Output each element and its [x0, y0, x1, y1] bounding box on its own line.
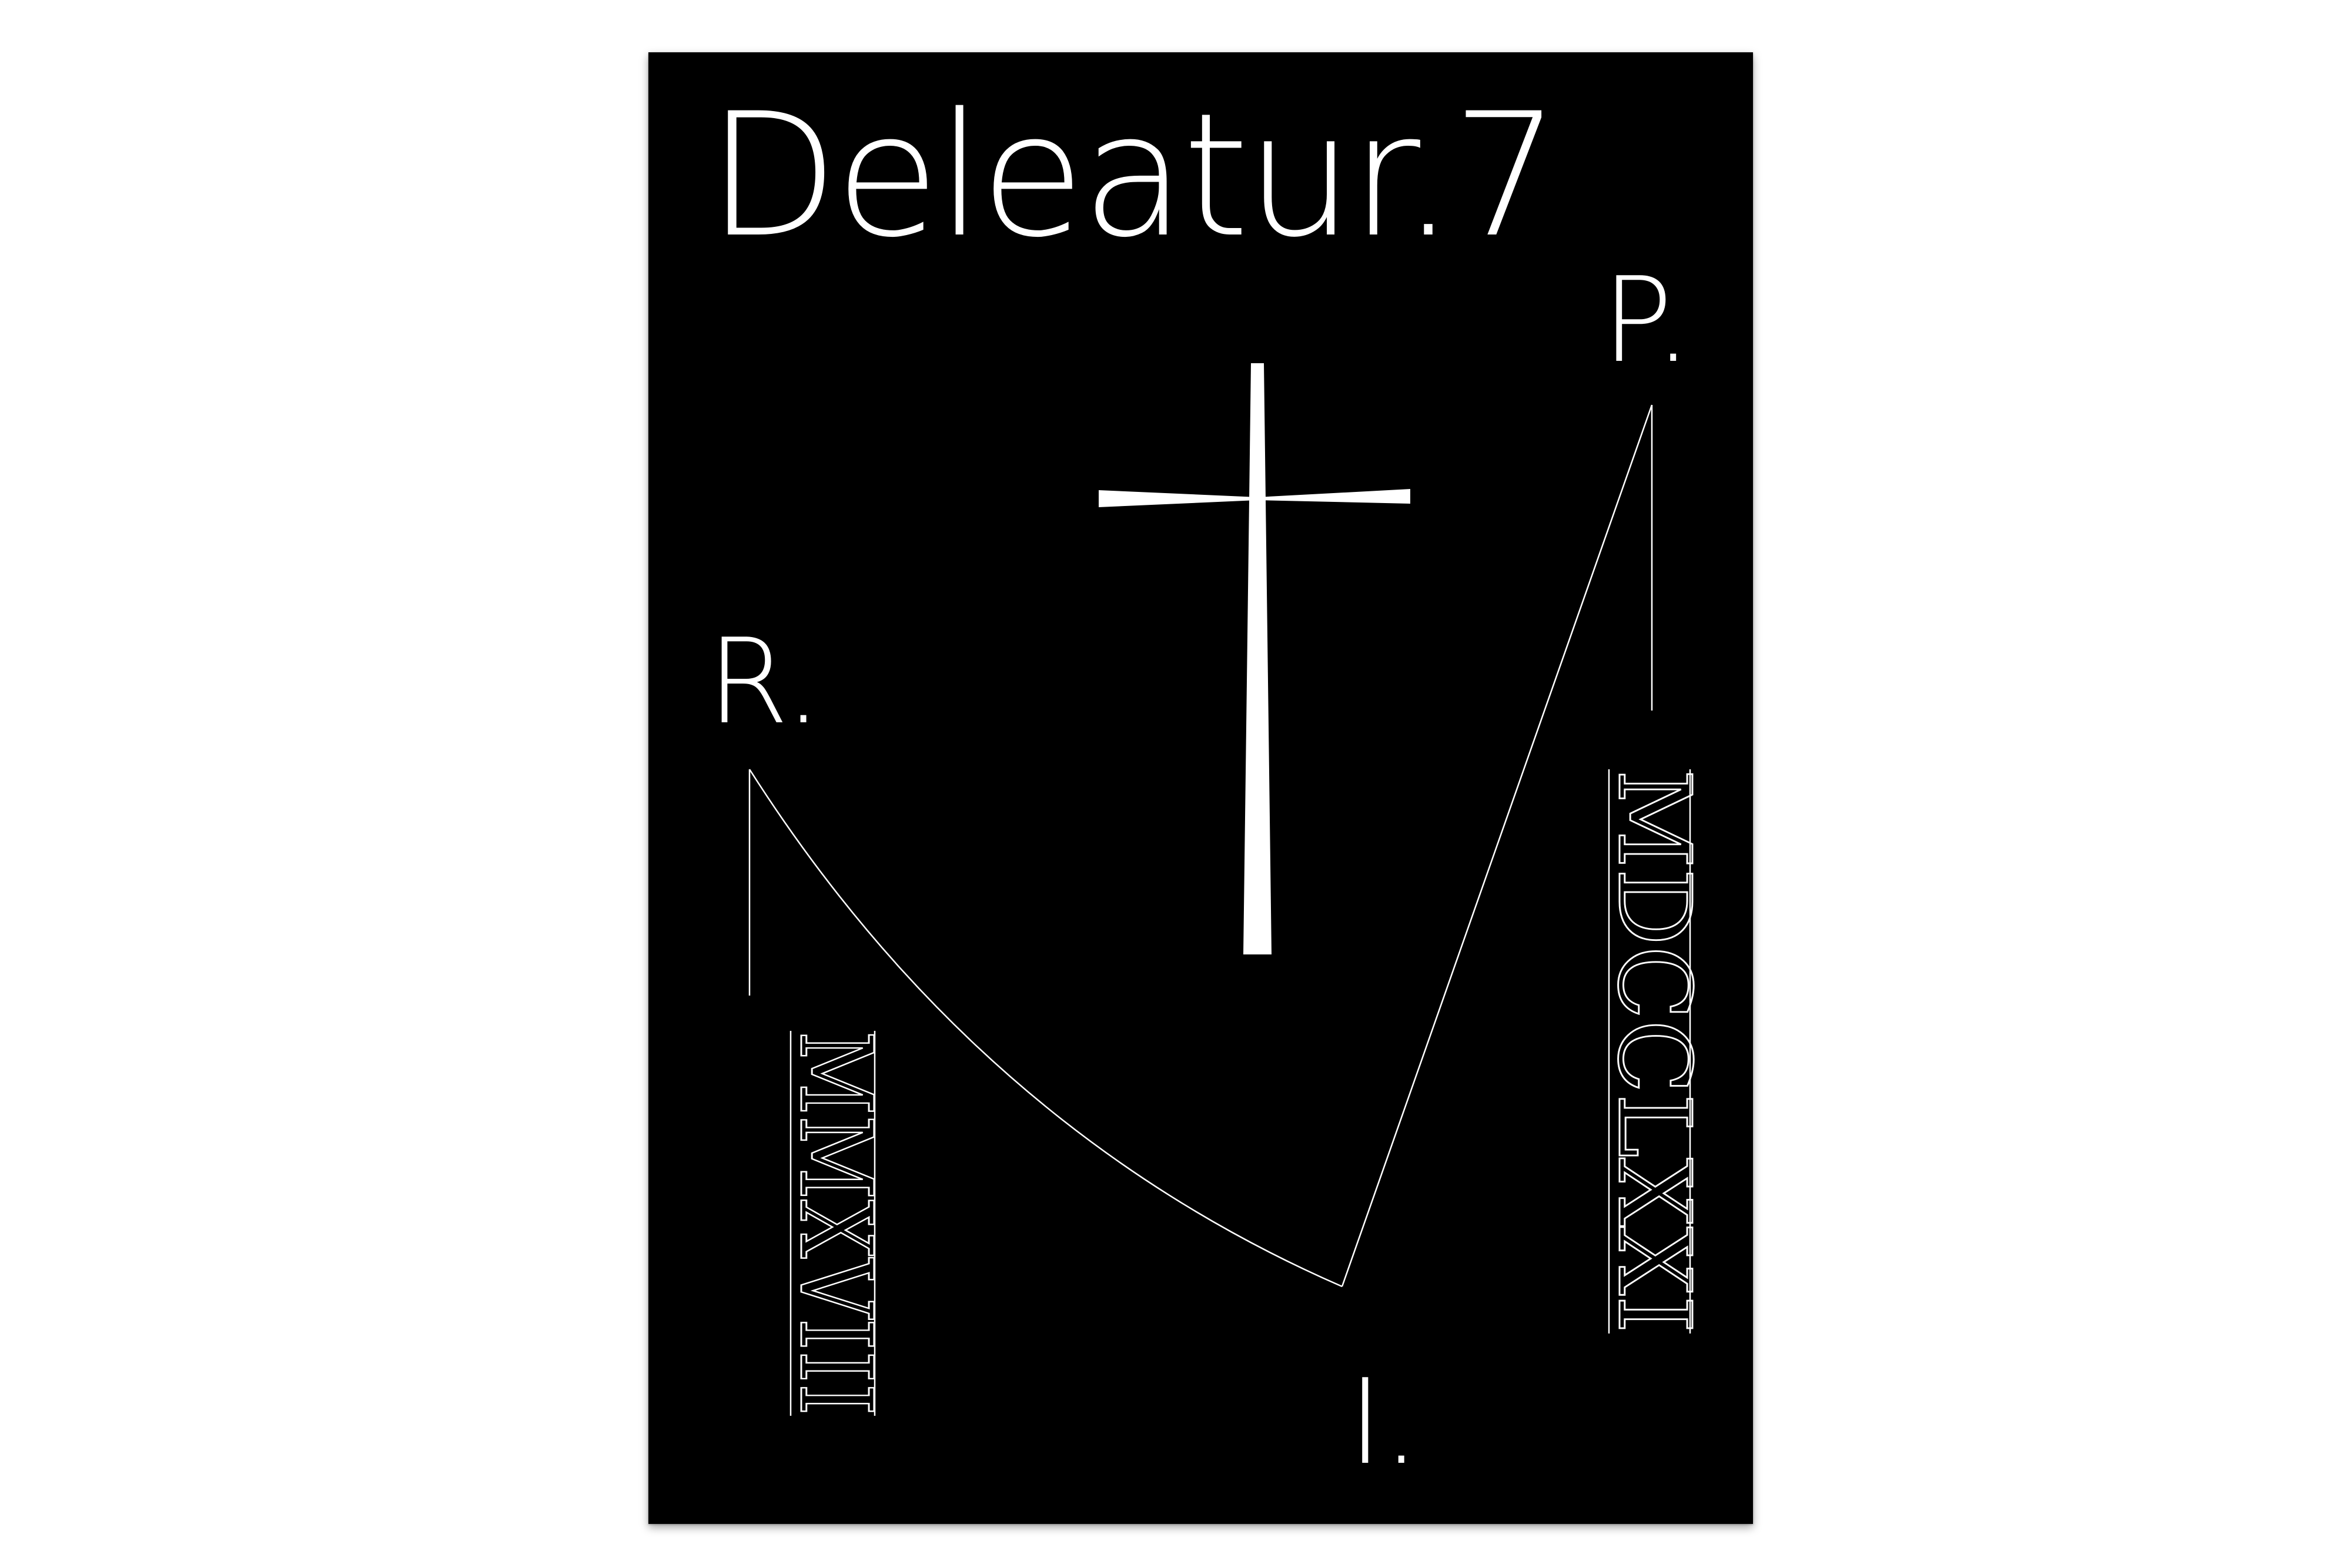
letter-i: I.: [1348, 1354, 1420, 1491]
svg-text:MMXVIII: MMXVIII: [777, 1031, 894, 1416]
poster-artwork: Deleatur.7 P. R. I. MDCCLXXI MMXVIII: [707, 77, 1713, 1491]
poster: Deleatur.7 P. R. I. MDCCLXXI MMXVIII: [648, 52, 1753, 1524]
letter-r: R.: [707, 614, 822, 751]
letter-p: P.: [1602, 252, 1692, 389]
roman-numeral-right: MDCCLXXI: [1595, 769, 1713, 1335]
svg-text:MDCCLXXI: MDCCLXXI: [1595, 769, 1712, 1334]
ascending-diagonal: [1341, 404, 1653, 1287]
descending-curve: [748, 769, 1343, 1288]
poster-title: Deleatur.7: [707, 77, 1557, 275]
roman-numeral-left: MMXVIII: [777, 1030, 895, 1417]
latin-cross-icon: [1099, 363, 1410, 954]
